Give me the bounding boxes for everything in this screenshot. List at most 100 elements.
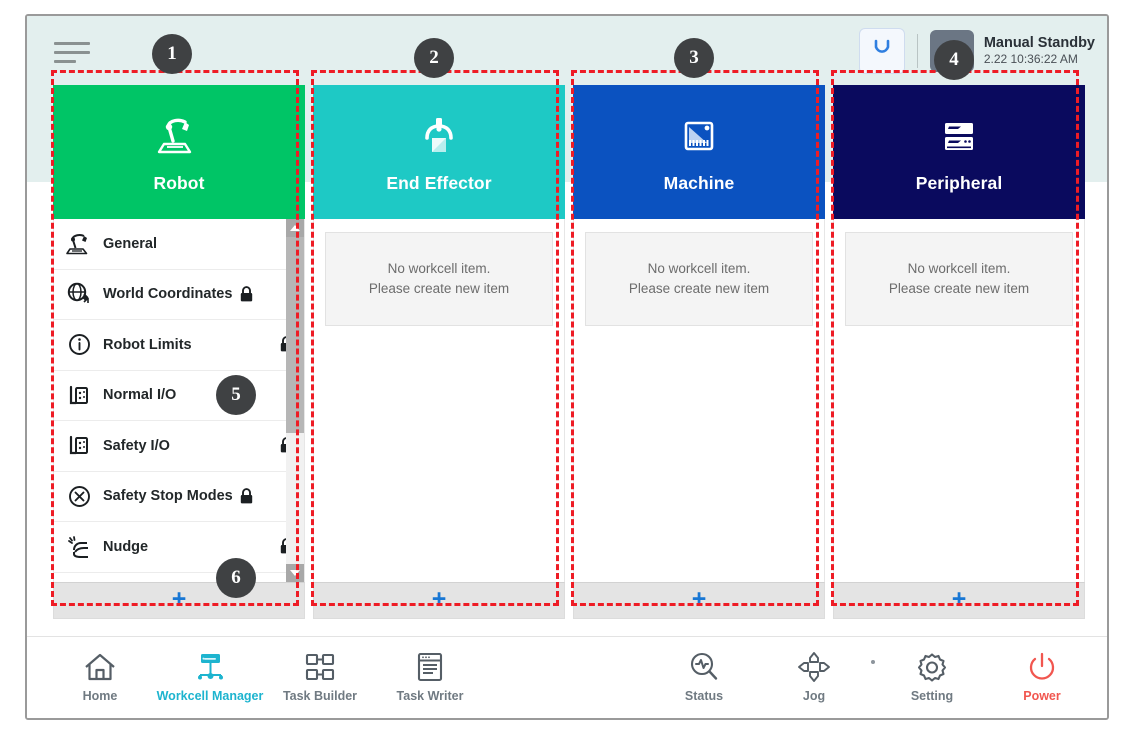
add-end-effector-item-button[interactable]: + [313,582,565,619]
plus-icon: + [171,585,187,613]
menu-item-robot-limits[interactable]: Robot Limits [54,320,304,371]
nav-item-status[interactable]: Status [649,647,759,703]
lock-icon [239,487,255,505]
menu-item-safety-io[interactable]: Safety I/O [54,421,304,472]
nav-label: Task Builder [282,689,358,703]
menu-item-normal-io[interactable]: Normal I/O [54,370,304,421]
column-body-end-effector: No workcell item. Please create new item [313,219,565,582]
machine-icon [676,111,722,163]
column-peripheral: Peripheral No workcell item. Please crea… [833,85,1085,619]
robot-arm-icon [154,111,204,163]
header-divider [916,34,918,68]
empty-state-end-effector: No workcell item. Please create new item [325,232,553,326]
task-builder-icon [302,647,338,687]
annotation-badge-2: 2 [414,38,454,78]
reload-button[interactable] [858,28,905,74]
teach-pendant-frame: Manual Standby 2.22 10:36:22 AM [25,14,1109,720]
scrollbar-thumb[interactable] [286,237,304,433]
menu-item-label: World Coordinates [103,286,233,303]
column-title-peripheral: Peripheral [915,172,1003,193]
plus-icon: + [691,585,707,613]
column-header-peripheral[interactable]: Peripheral [833,85,1085,219]
add-machine-item-button[interactable]: + [573,582,825,619]
annotation-badge-5: 5 [216,375,256,415]
empty-line-2: Please create new item [888,281,1030,296]
scroll-up-arrow-icon[interactable] [286,219,304,237]
menu-item-safety-stop-modes[interactable]: Safety Stop Modes [54,471,304,522]
hamburger-menu-icon[interactable] [54,42,90,68]
column-header-end-effector[interactable]: End Effector [313,85,565,219]
menu-item-label: General [103,235,157,252]
column-robot: Robot [53,85,305,619]
menu-item-label: Nudge [103,538,149,555]
nav-item-task-builder[interactable]: Task Builder [265,647,375,703]
power-icon [1026,647,1058,687]
plus-icon: + [431,585,447,613]
hamburger-line [54,42,90,45]
menu-item-label: Robot Limits [103,336,192,353]
column-end-effector: End Effector No workcell item. Please cr… [313,85,565,619]
empty-line-2: Please create new item [368,281,510,296]
annotation-badge-1: 1 [152,34,192,74]
robot-menu-list: General [54,219,304,582]
lock-icon [238,285,254,303]
annotation-badge-3: 3 [674,38,714,78]
robot-arm-icon [64,229,94,259]
menu-item-label: Safety Stop Modes [103,488,233,505]
nav-label: Workcell Manager [156,689,264,703]
robot-list-scrollbar[interactable] [286,219,304,582]
empty-line-1: No workcell item. [647,260,751,276]
empty-line-2: Please create new item [628,281,770,296]
column-body-peripheral: No workcell item. Please create new item [833,219,1085,582]
home-icon [83,647,117,687]
menu-item-label: Safety I/O [103,437,170,454]
column-body-robot: General [53,219,305,582]
empty-line-1: No workcell item. [387,260,491,276]
io-port-icon [64,431,94,461]
empty-state-peripheral: No workcell item. Please create new item [845,232,1073,326]
limits-circle-icon [64,330,94,360]
menu-item-label: Normal I/O [103,387,177,404]
nav-item-task-writer[interactable]: Task Writer [375,647,485,703]
io-port-icon [64,380,94,410]
nav-item-setting[interactable]: Setting [877,647,987,703]
gripper-icon [416,111,462,163]
globe-axis-icon [64,279,94,309]
nav-item-workcell-manager[interactable]: Workcell Manager [155,647,265,703]
bottom-nav-left-group: Home [45,647,485,703]
nav-item-power[interactable]: Power [987,647,1097,703]
hamburger-line [54,60,76,63]
nav-item-home[interactable]: Home [45,647,155,703]
menu-item-general[interactable]: General [54,219,304,270]
menu-item-nudge[interactable]: Nudge [54,522,304,573]
plus-icon: + [951,585,967,613]
header-status-cluster: Manual Standby 2.22 10:36:22 AM [858,28,1095,74]
status-mode-label: Manual Standby [983,34,1095,51]
workcell-icon [192,647,228,687]
add-robot-item-button[interactable]: + [53,582,305,619]
nav-label: Home [82,689,118,703]
nav-label: Power [1023,689,1061,703]
workcell-columns: Robot [53,85,1085,619]
menu-item-world-coordinates[interactable]: World Coordinates [54,269,304,320]
hamburger-line [54,51,90,54]
stop-circle-icon [64,481,94,511]
column-header-robot[interactable]: Robot [53,85,305,219]
column-title-end-effector: End Effector [386,172,492,193]
scroll-down-arrow-icon[interactable] [286,564,304,582]
nav-label: Setting [910,689,954,703]
nav-separator-dot [871,660,875,664]
add-peripheral-item-button[interactable]: + [833,582,1085,619]
nav-label: Task Writer [396,689,464,703]
nav-item-jog[interactable]: Jog [759,647,869,703]
column-title-machine: Machine [663,172,735,193]
nav-label: Jog [802,689,826,703]
column-title-robot: Robot [153,172,205,193]
task-writer-icon [414,647,446,687]
empty-state-machine: No workcell item. Please create new item [585,232,813,326]
column-header-machine[interactable]: Machine [573,85,825,219]
annotation-badge-6: 6 [216,558,256,598]
status-timestamp: 2.22 10:36:22 AM [983,52,1078,67]
nudge-hand-icon [64,532,94,562]
